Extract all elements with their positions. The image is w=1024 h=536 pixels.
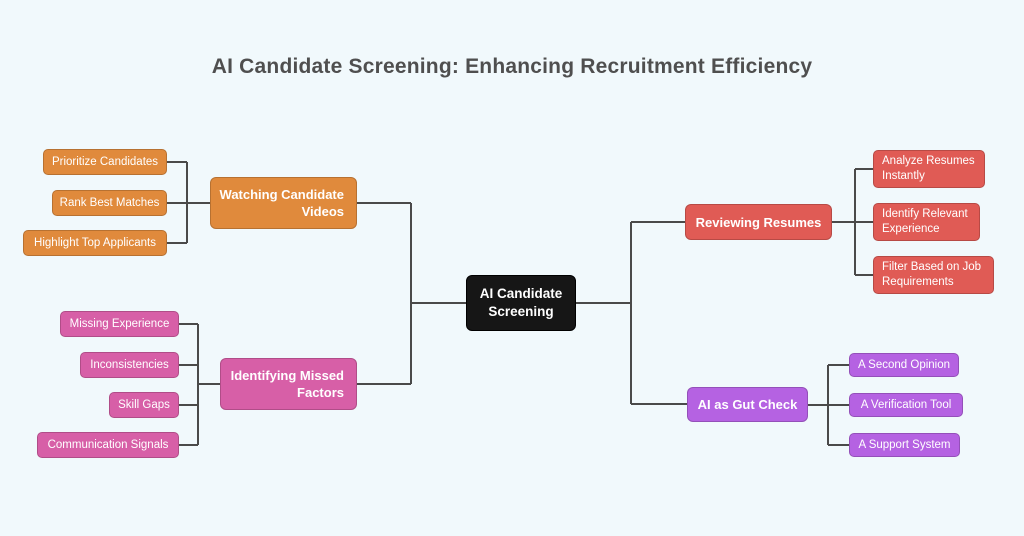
node-filter-based-on-job-requirements[interactable]: Filter Based on Job Requirements bbox=[873, 256, 994, 294]
connector-reviewing-children-bracket bbox=[832, 168, 873, 276]
node-communication-signals[interactable]: Communication Signals bbox=[37, 432, 179, 458]
node-analyze-resumes-instantly[interactable]: Analyze Resumes Instantly bbox=[873, 150, 985, 188]
connector-gutcheck-children-bracket bbox=[808, 364, 849, 446]
node-identify-relevant-experience[interactable]: Identify Relevant Experience bbox=[873, 203, 980, 241]
connector-identifying-children-bracket bbox=[179, 323, 220, 446]
node-missing-experience[interactable]: Missing Experience bbox=[60, 311, 179, 337]
node-a-second-opinion[interactable]: A Second Opinion bbox=[849, 353, 959, 377]
connector-left-trunk bbox=[357, 202, 466, 385]
connector-right-trunk bbox=[576, 221, 687, 405]
node-inconsistencies[interactable]: Inconsistencies bbox=[80, 352, 179, 378]
diagram-title: AI Candidate Screening: Enhancing Recrui… bbox=[211, 55, 813, 78]
node-highlight-top-applicants[interactable]: Highlight Top Applicants bbox=[23, 230, 167, 256]
node-a-support-system[interactable]: A Support System bbox=[849, 433, 960, 457]
node-identifying-missed-factors[interactable]: Identifying Missed Factors bbox=[220, 358, 357, 410]
connector-watching-children-bracket bbox=[167, 161, 210, 244]
node-a-verification-tool[interactable]: A Verification Tool bbox=[849, 393, 963, 417]
node-ai-as-gut-check[interactable]: AI as Gut Check bbox=[687, 387, 808, 422]
node-ai-candidate-screening[interactable]: AI Candidate Screening bbox=[466, 275, 576, 331]
node-reviewing-resumes[interactable]: Reviewing Resumes bbox=[685, 204, 832, 240]
node-rank-best-matches[interactable]: Rank Best Matches bbox=[52, 190, 167, 216]
node-watching-candidate-videos[interactable]: Watching Candidate Videos bbox=[210, 177, 357, 229]
node-prioritize-candidates[interactable]: Prioritize Candidates bbox=[43, 149, 167, 175]
node-skill-gaps[interactable]: Skill Gaps bbox=[109, 392, 179, 418]
